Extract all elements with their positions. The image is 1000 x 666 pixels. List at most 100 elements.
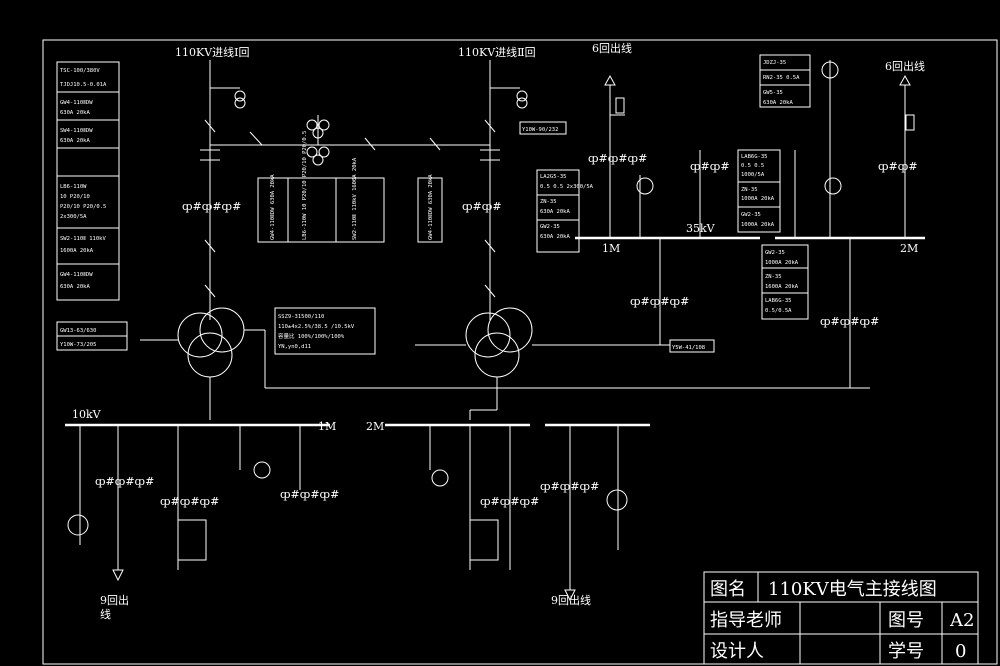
title-student-no-value: 0 <box>955 641 966 662</box>
label-line-in-2: 110KV进线Ⅱ回 <box>458 45 536 59</box>
label-10kv: 10kV <box>72 408 102 421</box>
spec-35-right-0: LAB6G-35 <box>741 154 768 160</box>
title-name-label: 图名 <box>710 579 746 600</box>
label-out-9-left-a: 9回出 <box>100 593 129 607</box>
spec-bus2m-2: ZN-35 <box>765 274 782 280</box>
svg-text:ȹ#ȹ#: ȹ#ȹ# <box>878 160 918 173</box>
spec-left-12: GW4-110ⅡDW <box>60 272 93 278</box>
spec-bus2m-1: 1000A 20kA <box>765 260 799 266</box>
spec-top-right-0: JDZJ-35 <box>763 60 786 66</box>
title-name-value: 110KV电气主接线图 <box>768 579 937 600</box>
spec-transformer-1: 110±4x2.5%/38.5 /10.5kV <box>278 324 355 330</box>
spec-35-right-4: 1000A 20kA <box>741 196 775 202</box>
spec-top-right-2: GW5-35 <box>763 90 783 96</box>
svg-text:ȹ#ȹ#ȹ#: ȹ#ȹ#ȹ# <box>540 480 599 493</box>
svg-text:ȹ#ȹ#ȹ#: ȹ#ȹ#ȹ# <box>280 488 339 501</box>
spec-35-right-6: 1000A 20kA <box>741 222 775 228</box>
spec-35-right-5: GW2-35 <box>741 212 761 218</box>
spec-transformer-3: YN,yn0,d11 <box>278 344 311 350</box>
spec-left-0: TSC-100/380V <box>60 68 100 74</box>
spec-left-7: 10 P20/10 <box>60 194 90 200</box>
spec-hv-right-col: GW4-110ⅡDW 630A 20kA <box>428 174 434 240</box>
spec-left-5: 630A 20kA <box>60 138 90 144</box>
spec-35-left-4: GW2-35 <box>540 224 560 230</box>
label-35kv-1m: 1M <box>602 242 620 255</box>
svg-text:ȹ#ȹ#: ȹ#ȹ# <box>462 200 502 213</box>
spec-left-9: 2x300/5A <box>60 214 87 220</box>
title-drawing-no-value: A2 <box>949 610 974 631</box>
spec-left-neutral: GW13-63/630 Y10W-73/205 <box>56 321 128 351</box>
mv-35kv-section: ȹ#ȹ#ȹ# ȹ#ȹ# ȹ#ȹ# ȹ#ȹ#ȹ# ȹ#ȹ#ȹ# <box>575 60 925 388</box>
label-out-9-right: 9回出线 <box>551 593 591 607</box>
svg-text:ȹ#ȹ#ȹ#: ȹ#ȹ#ȹ# <box>588 152 647 165</box>
title-drawing-no-label: 图号 <box>888 610 924 631</box>
label-35kv-2m: 2M <box>900 242 918 255</box>
spec-left-10: SW2-110Ⅱ 110kV <box>60 236 106 242</box>
spec-35-left-5: 630A 20kA <box>540 234 570 240</box>
svg-text:ȹ#ȹ#: ȹ#ȹ# <box>690 160 730 173</box>
spec-35-right-3: ZN-35 <box>741 187 758 193</box>
spec-left-6: LB6-110W <box>60 184 87 190</box>
spec-35-right-2: 1000/5A <box>741 172 765 178</box>
spec-bus2m-3: 1600A 20kA <box>765 284 799 290</box>
transformer-1 <box>140 307 870 420</box>
svg-text:ȹ#ȹ#ȹ#: ȹ#ȹ#ȹ# <box>480 495 539 508</box>
spec-left-3: 630A 20kA <box>60 110 90 116</box>
svg-text:ȹ#ȹ#ȹ#: ȹ#ȹ#ȹ# <box>630 295 689 308</box>
spec-left-11: 1600A 20kA <box>60 248 94 254</box>
spec-left-4: SW4-110ⅡDW <box>60 128 93 134</box>
spec-arrester-right: Y10W-90/232 <box>519 121 567 135</box>
svg-text:ȹ#ȹ#ȹ#: ȹ#ȹ#ȹ# <box>820 315 879 328</box>
spec-left-13: 630A 20kA <box>60 284 90 290</box>
spec-top-right-1: RN2-35 0.5A <box>763 75 800 81</box>
spec-arrester-right-text: Y10W-90/232 <box>522 127 558 133</box>
spec-hv-columns: GW4-110ⅡDW 630A 20kA LB6-110W 10 P20/10 … <box>257 131 443 243</box>
label-line-in-1: 110KV进线Ⅰ回 <box>175 45 250 59</box>
spec-transformer-0: SSZ9-31500/110 <box>278 314 324 320</box>
spec-35-left-1: 0.5 0.5 2x300/5A <box>540 184 594 190</box>
spec-neutral-1: Y10W-73/205 <box>60 342 96 348</box>
title-advisor-label: 指导老师 <box>710 610 782 631</box>
label-out-6-left: 6回出线 <box>592 41 632 55</box>
title-block: 图名 110KV电气主接线图 指导老师 图号 A2 设计人 学号 0 <box>703 571 979 665</box>
spec-left-8: P20/10 P20/0.5 <box>60 204 106 210</box>
spec-35kv-left: LA2G5-35 0.5 0.5 2x300/5A ZN-35 630A 20k… <box>536 169 594 253</box>
spec-left-column: TSC-100/380V TJDJ10.5-0.01A GW4-110ⅡDW 6… <box>56 61 120 301</box>
spec-bus2m-5: 0.5/0.5A <box>765 308 792 314</box>
spec-neutral-35-text: Y5W-41/108 <box>672 345 705 351</box>
svg-text:ȹ#ȹ#ȹ#: ȹ#ȹ#ȹ# <box>95 475 154 488</box>
spec-bus2m-0: GW2-35 <box>765 250 785 256</box>
spec-bus2m-right: GW2-35 1000A 20kA ZN-35 1600A 20kA LAB6G… <box>761 244 809 320</box>
lv-10kv-section: ȹ#ȹ#ȹ# ȹ#ȹ#ȹ# ȹ#ȹ#ȹ# ȹ#ȹ#ȹ# ȹ#ȹ#ȹ# <box>65 423 650 602</box>
spec-left-1: TJDJ10.5-0.01A <box>60 82 107 88</box>
spec-top-right-3: 630A 20kA <box>763 100 793 106</box>
label-out-9-left-b: 线 <box>100 607 111 621</box>
hv-110kv-section: ȹ#ȹ#ȹ# ȹ#ȹ# <box>182 60 528 320</box>
spec-hv-col-0: GW4-110ⅡDW 630A 20kA <box>270 174 276 240</box>
spec-35kv-right: LAB6G-35 0.5 0.5 1000/5A ZN-35 1000A 20k… <box>737 149 781 233</box>
label-out-6-right: 6回出线 <box>885 59 925 73</box>
drawing-frame <box>42 39 998 665</box>
svg-text:ȹ#ȹ#ȹ#: ȹ#ȹ#ȹ# <box>182 200 241 213</box>
spec-top-right: JDZJ-35 RN2-35 0.5A GW5-35 630A 20kA <box>759 54 811 108</box>
title-student-no-label: 学号 <box>888 641 924 662</box>
label-10kv-2m: 2M <box>366 420 384 433</box>
spec-35-left-2: ZN-35 <box>540 199 557 205</box>
spec-neutral-35: Y5W-41/108 <box>669 339 715 353</box>
spec-35-left-3: 630A 20kA <box>540 209 570 215</box>
label-35kv: 35kV <box>686 222 716 235</box>
title-designer-label: 设计人 <box>710 641 764 662</box>
spec-hv-col-1: LB6-110W 10 P20/10 P20/10 P20/0.5 <box>302 131 308 240</box>
spec-bus2m-4: LAB6G-35 <box>765 298 792 304</box>
spec-transformer: SSZ9-31500/110 110±4x2.5%/38.5 /10.5kV 容… <box>274 307 376 355</box>
spec-35-right-1: 0.5 0.5 <box>741 163 764 169</box>
label-10kv-1m: 1M <box>318 420 336 433</box>
spec-neutral-0: GW13-63/630 <box>60 328 96 334</box>
spec-hv-col-2: SW2-110Ⅱ 110kV 1600A 20kA <box>352 157 358 240</box>
spec-left-2: GW4-110ⅡDW <box>60 100 93 106</box>
transformer-2 <box>415 307 670 420</box>
spec-transformer-2: 容量比 100%/100%/100% <box>278 332 345 340</box>
spec-35-left-0: LA2G5-35 <box>540 174 567 180</box>
svg-text:ȹ#ȹ#ȹ#: ȹ#ȹ#ȹ# <box>160 495 219 508</box>
